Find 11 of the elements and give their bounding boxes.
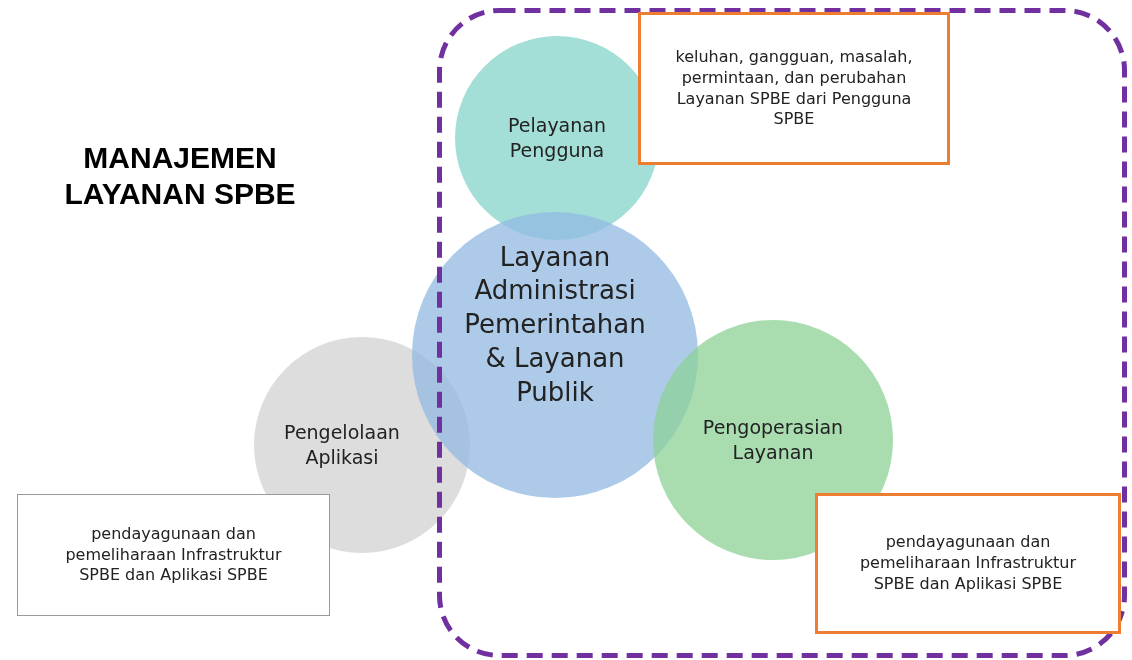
text-box	[638, 12, 950, 165]
text-box	[815, 493, 1121, 634]
circle-label: Pengelolaan Aplikasi	[283, 420, 401, 470]
box-text: pendayagunaan dan pemeliharaan Infrastruktur SPBE dan Aplikasi SPBE	[858, 532, 1078, 595]
text-box	[17, 494, 330, 616]
circle-label: Pelayanan Pengguna	[507, 113, 607, 163]
diagram-title: MANAJEMEN LAYANAN SPBE	[63, 140, 297, 212]
box-text: keluhan, gangguan, masalah, permintaan, dan perubahan Layanan SPBE dari Pengguna SPBE	[674, 46, 914, 131]
circle-label: Pengoperasian Layanan	[701, 415, 845, 465]
circle-label: Layanan Administrasi Pemerintahan & Layanan Publik	[463, 240, 647, 409]
box-text: pendayagunaan dan pemeliharaan Infrastruktur SPBE dan Aplikasi SPBE	[64, 523, 283, 587]
